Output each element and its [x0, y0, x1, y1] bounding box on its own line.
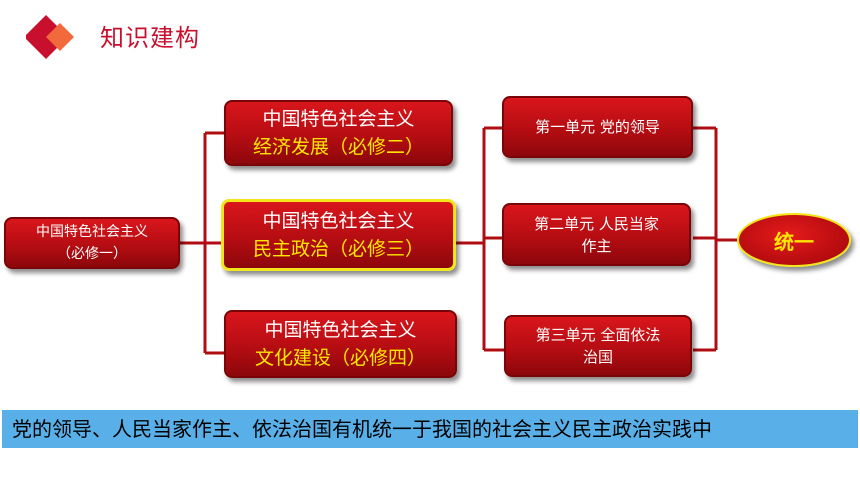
module-node-culture: 中国特色社会主义 文化建设（必修四）: [224, 310, 457, 378]
root-node-line2: （必修一）: [57, 246, 127, 262]
result-node-unity: 统一: [737, 213, 851, 267]
unit-node-line1: 第一单元 党的领导: [535, 118, 660, 136]
module-node-line1: 中国特色社会主义: [262, 108, 415, 130]
module-node-line2: 民主政治（必修三）: [252, 238, 424, 260]
module-node-line2: 经济发展（必修二）: [252, 136, 424, 158]
module-node-economy: 中国特色社会主义 经济发展（必修二）: [224, 100, 453, 166]
summary-banner: 党的领导、人民当家作主、依法治国有机统一于我国的社会主义民主政治实践中: [2, 410, 858, 448]
module-node-line1: 中国特色社会主义: [264, 319, 417, 341]
module-node-politics: 中国特色社会主义 民主政治（必修三）: [221, 199, 456, 271]
unit-node-line2: 作主: [581, 236, 612, 255]
unit-node-line2: 治国: [582, 348, 613, 366]
root-node-compulsory-1: 中国特色社会主义 （必修一）: [4, 217, 180, 269]
logo-diamond-icon: [26, 15, 74, 59]
unit-node-line1: 第三单元 全面依法: [535, 326, 661, 344]
module-node-line2: 文化建设（必修四）: [254, 347, 426, 369]
page-title: 知识建构: [100, 24, 200, 52]
unit-node-1: 第一单元 党的领导: [502, 96, 693, 158]
unit-node-3: 第三单元 全面依法 治国: [504, 315, 692, 377]
module-node-line1: 中国特色社会主义: [262, 210, 415, 232]
root-node-line1: 中国特色社会主义: [36, 224, 148, 240]
unit-node-2: 第二单元 人民当家 作主: [502, 203, 691, 266]
unit-node-line1: 第二单元 人民当家: [534, 214, 659, 233]
